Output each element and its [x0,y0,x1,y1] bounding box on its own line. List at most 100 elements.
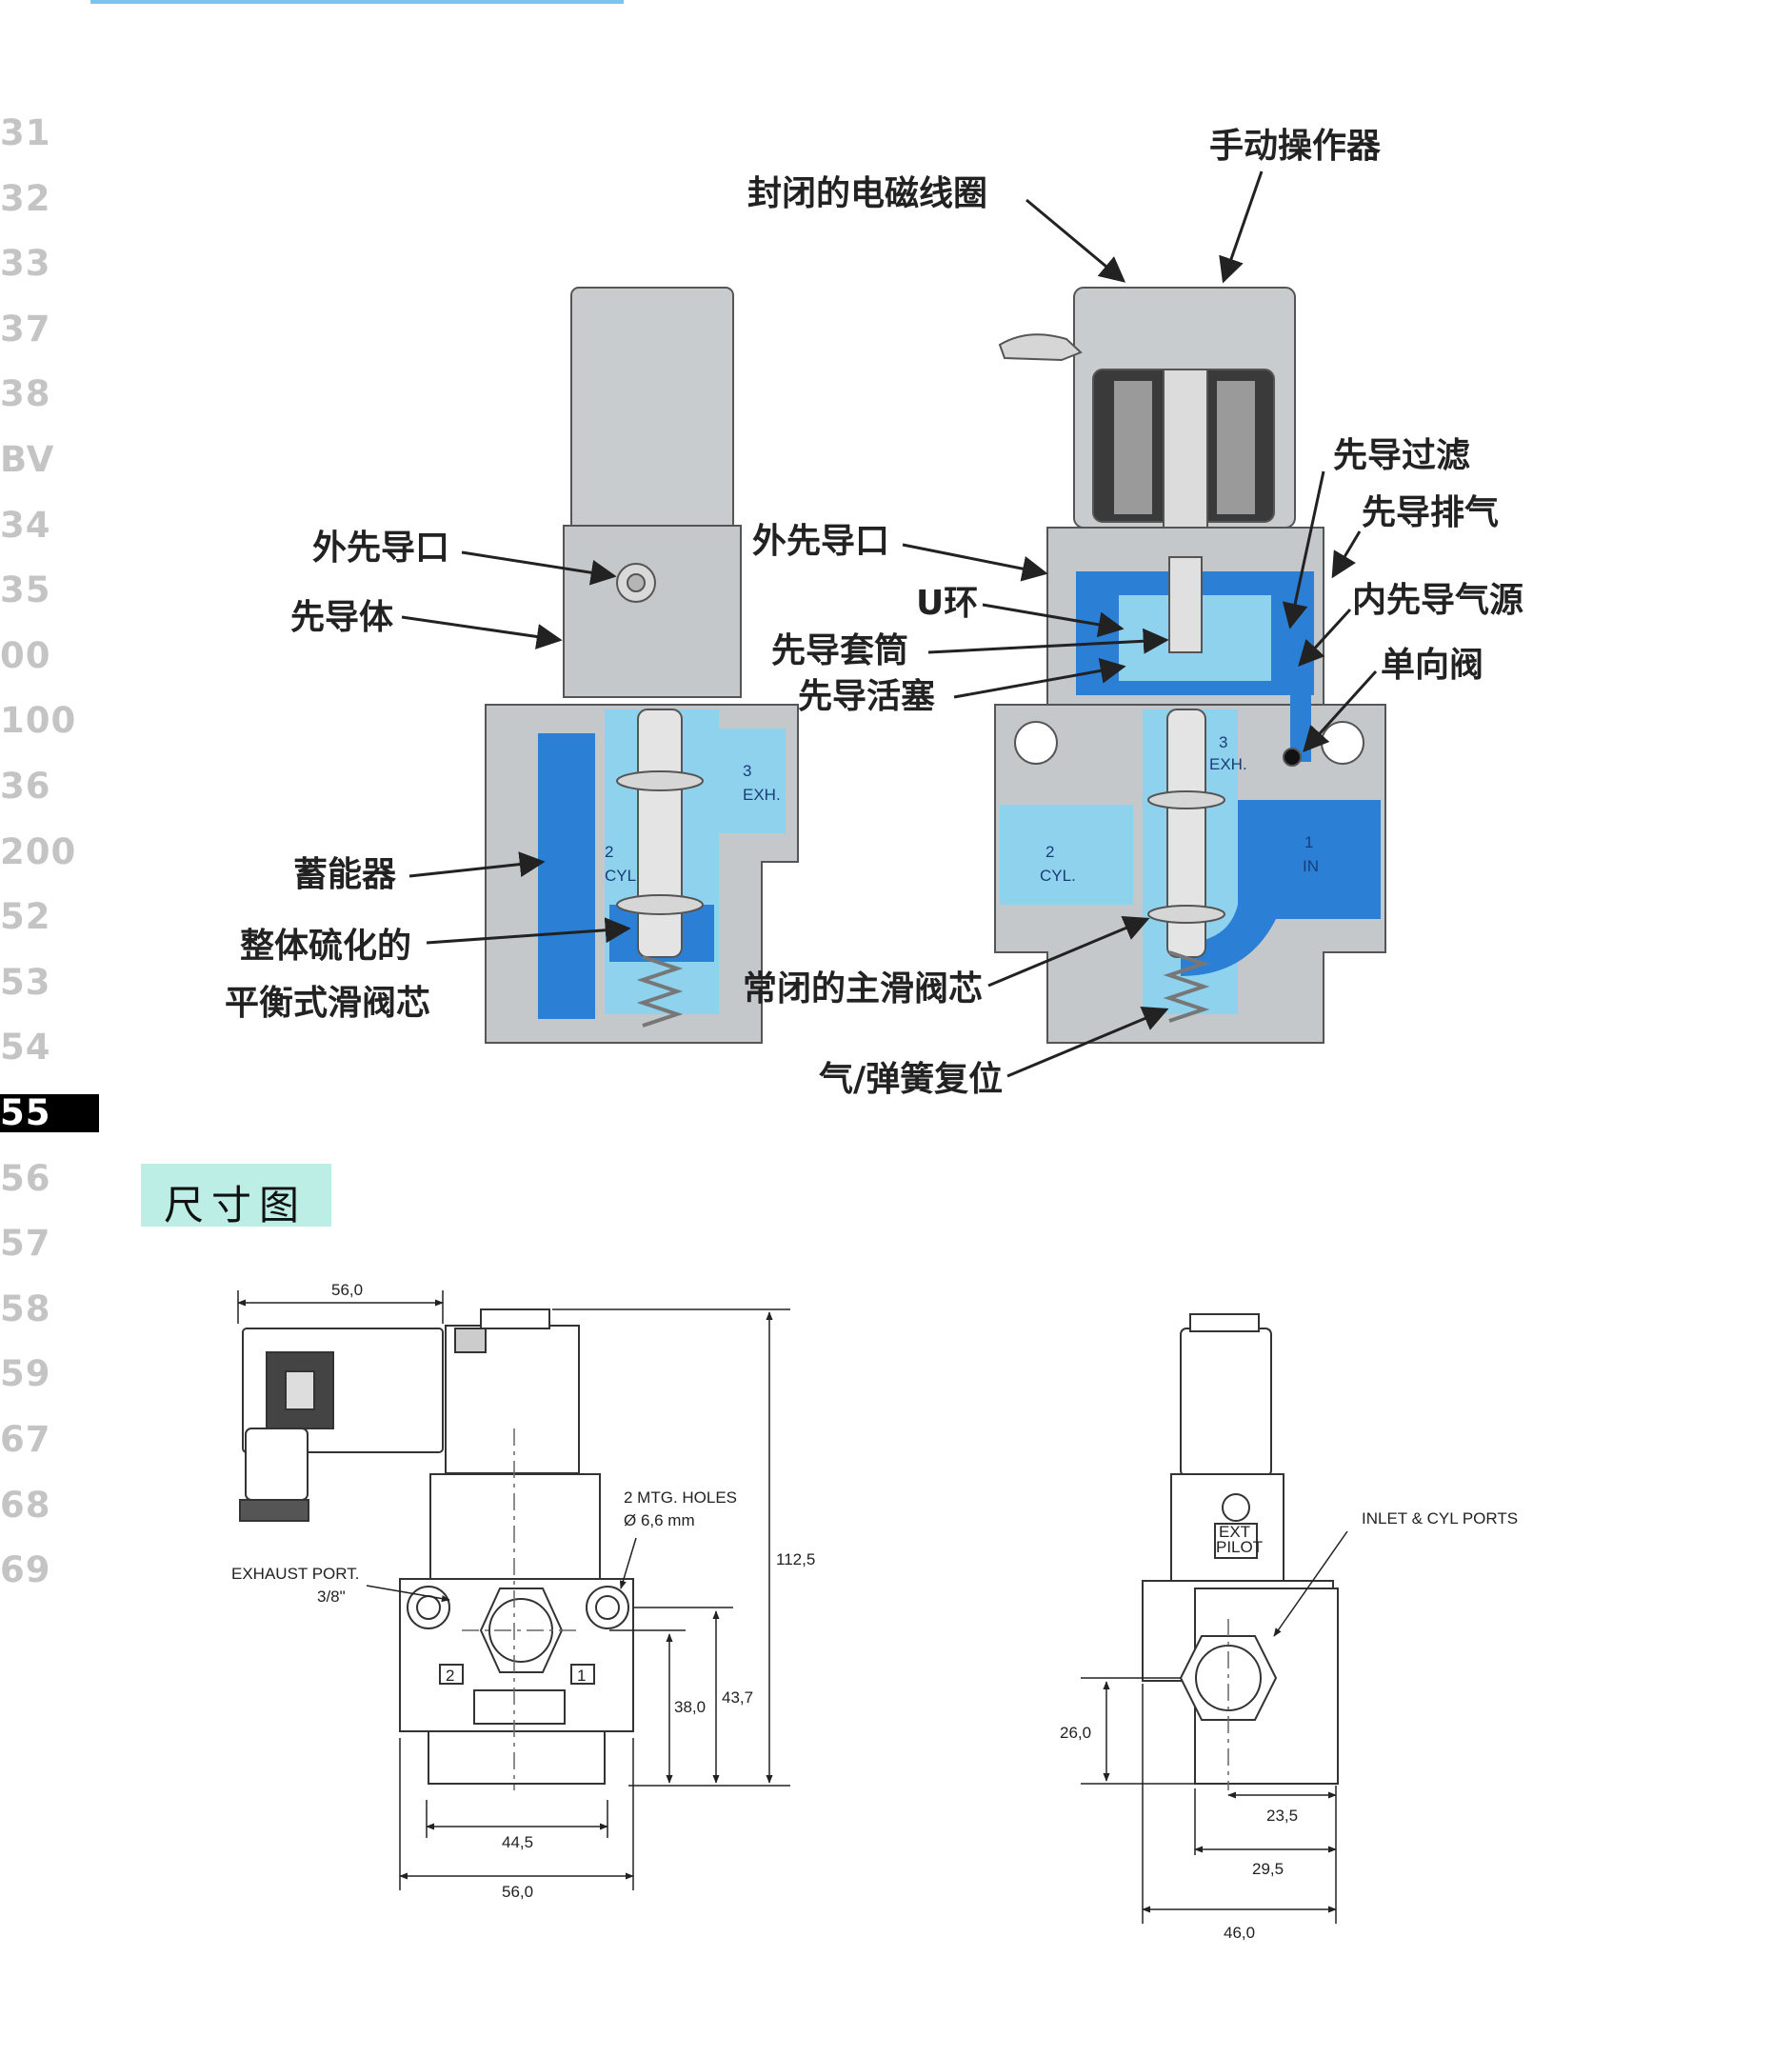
side-index-item-100[interactable]: 100 [0,702,77,741]
side-index-item-38[interactable]: 38 [0,375,51,414]
callout-pilot-sleeve: 先导套筒 [771,631,908,670]
accumulator-chamber [538,733,595,1019]
top-rule-fragment [90,0,624,4]
mounting-hole-right [1321,721,1364,765]
front-pilot-body [429,1473,601,1580]
callout-ext-pilot-port-left: 外先导口 [312,529,449,568]
callout-pilot-body: 先导体 [290,598,393,637]
callout-check-valve: 单向阀 [1381,646,1483,685]
left-exh-port-bore [709,729,786,833]
port-label: EXH. [1209,755,1247,773]
side-index-item-33[interactable]: 33 [0,245,51,284]
side-index-item-200[interactable]: 200 [0,832,77,871]
callout-nc-main-spool: 常闭的主滑阀芯 [743,969,983,1009]
left-valve-cutaway [485,287,799,1044]
callout-u-ring: U环 [916,584,978,623]
side-index-item-37[interactable]: 37 [0,310,51,349]
callout-bonded-spool-line1: 整体硫化的 [240,927,411,966]
check-valve-ball [1283,748,1302,767]
dim-38: 38,0 [674,1698,706,1716]
inlet-passage [1181,800,1381,976]
side-index-item-34[interactable]: 34 [0,506,51,545]
ext-pilot-plate [1214,1523,1258,1559]
callout-manual-operator: 手动操作器 [1209,127,1382,166]
cable-gland [245,1428,309,1501]
solenoid-plunger [1163,369,1208,551]
callout-pilot-filter: 先导过滤 [1333,436,1470,475]
dim-112-5: 112,5 [776,1550,815,1568]
dim-56-bottom: 56,0 [502,1883,533,1901]
side-index-item-53[interactable]: 53 [0,963,51,1002]
dim-44-5: 44,5 [502,1833,533,1851]
callout-sealed-solenoid: 封闭的电磁线圈 [747,174,987,213]
dimension-front-view [239,1308,634,1790]
port-label: EXH. [743,786,781,804]
manual-operator-lever [998,333,1083,362]
dim-mtg-holes-line1: 2 MTG. HOLES [624,1488,737,1507]
right-valve-section [994,287,1386,1044]
main-return-spring [1163,950,1210,1023]
side-index-item-00[interactable]: 00 [0,636,51,675]
port-badge-2 [439,1664,464,1685]
port-label: 2 [1045,843,1054,861]
left-spool [637,709,683,958]
callout-bonded-spool-line2: 平衡式滑阀芯 [225,984,430,1023]
side-index-item-55[interactable]: 55 [0,1094,99,1132]
callout-internal-pilot-source: 内先导气源 [1352,581,1523,620]
side-solenoid [1180,1328,1272,1477]
side-index-item-58[interactable]: 58 [0,1289,51,1328]
side-index-item-57[interactable]: 57 [0,1225,51,1264]
dim-mtg-holes-line2: Ø 6,6 mm [624,1511,695,1529]
dimension-side-view [1142,1313,1339,1790]
dim-46: 46,0 [1224,1924,1255,1942]
side-index-item-35[interactable]: 35 [0,571,51,610]
callout-air-spring-return: 气/弹簧复位 [819,1060,1003,1099]
port-label: CYL [605,867,636,885]
side-index-item-68[interactable]: 68 [0,1486,51,1525]
port-label: 1 [1304,833,1313,851]
dim-26: 26,0 [1060,1724,1091,1742]
dim-43-7: 43,7 [722,1688,753,1707]
callout-ext-pilot-port-right: 外先导口 [752,522,889,561]
side-index-item-59[interactable]: 59 [0,1355,51,1394]
side-index-item-67[interactable]: 67 [0,1421,51,1459]
side-index-item-56[interactable]: 56 [0,1159,51,1198]
dim-inlet-cyl-ports: INLET & CYL PORTS [1362,1509,1518,1528]
left-return-spring [636,955,684,1028]
port-label: CYL. [1040,867,1076,885]
dim-exhaust-port-line2: 3/8" [317,1588,346,1606]
port-label: 3 [1219,733,1227,751]
side-index-item-32[interactable]: 32 [0,179,51,218]
cyl-port-bore [1000,805,1133,905]
side-dimension-lines [1081,1530,1348,1924]
port-badge-2-text: 2 [446,1667,454,1685]
side-index-item-36[interactable]: 36 [0,768,51,806]
callout-accumulator: 蓄能器 [293,855,397,894]
section-tab-dimensions: 尺寸图 [141,1164,331,1228]
callout-pilot-exhaust: 先导排气 [1362,493,1499,532]
port-badge-1-text: 1 [577,1667,586,1685]
port-label: 2 [605,843,613,861]
front-dimension-lines [237,1290,790,1890]
port-badge-1 [570,1664,595,1685]
callouts: 手动操作器 封闭的电磁线圈 外先导口 先导体 外先导口 先导过滤 先导排气 内先… [225,127,1523,1099]
side-index-item-BV[interactable]: BV [0,441,55,479]
port-label: 3 [743,762,751,780]
dim-56-top: 56,0 [331,1281,363,1299]
dim-23-5: 23,5 [1266,1807,1298,1825]
pilot-sleeve [1168,556,1203,653]
left-valve-solenoid-cap [570,287,734,532]
side-index-item-54[interactable]: 54 [0,1028,51,1068]
port-label: IN [1303,857,1319,875]
dim-exhaust-port-line1: EXHAUST PORT. [231,1565,359,1583]
side-index-item-52[interactable]: 52 [0,898,51,937]
ext-pilot-line2: PILOT [1216,1538,1263,1556]
side-index-item-31[interactable]: 31 [0,114,51,152]
side-index-item-69[interactable]: 69 [0,1551,51,1590]
section-title: 尺寸图 [164,1182,308,1228]
ext-pilot-line1: EXT [1219,1523,1250,1541]
callout-pilot-piston: 先导活塞 [798,677,935,716]
dim-29-5: 29,5 [1252,1860,1284,1878]
